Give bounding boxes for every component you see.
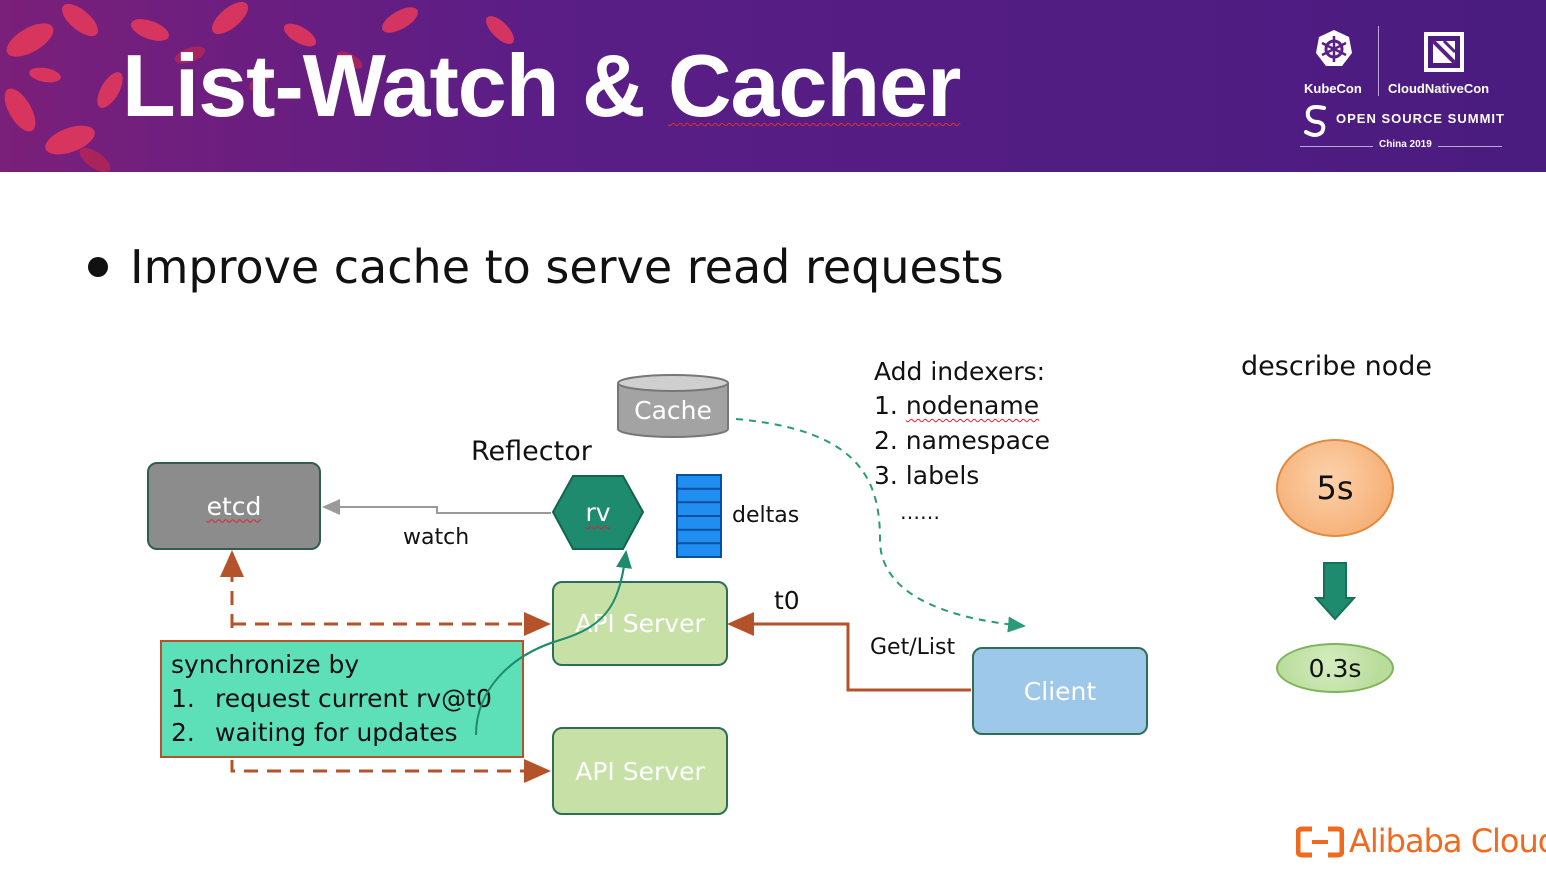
watch-label: watch	[403, 525, 470, 550]
brand-label: Alibaba Cloud	[1349, 822, 1546, 860]
deltas-queue	[676, 474, 722, 558]
client-box: Client	[972, 647, 1148, 735]
get-list-arrow	[727, 612, 971, 692]
cloudnativecon-icon	[1424, 32, 1464, 72]
floral-pattern	[4, 1, 514, 172]
bullet-text: Improve cache to serve read requests	[130, 240, 1004, 294]
speedup-arrow	[1313, 562, 1357, 621]
api-server-2-label: API Server	[575, 756, 705, 786]
indexer-1: 1. nodename	[874, 391, 1039, 420]
api-server-2: API Server	[552, 727, 728, 815]
indexer-2: 2. namespace	[874, 426, 1051, 455]
kubernetes-icon	[1316, 30, 1352, 66]
describe-title: describe node	[1241, 351, 1432, 382]
get-list-label: Get/List	[870, 635, 956, 660]
etcd-label: etcd	[206, 491, 262, 521]
kubecon-label: KubeCon	[1304, 81, 1362, 96]
cloudnativecon-label: CloudNativeCon	[1388, 81, 1490, 96]
client-label: Client	[1023, 676, 1097, 706]
event-label: China 2019	[1373, 139, 1438, 150]
t0-label: t0	[774, 586, 800, 615]
alibaba-cloud-icon	[1296, 826, 1344, 858]
open-source-summit-label: OPEN SOURCE SUMMIT	[1336, 111, 1505, 126]
sync-item-1: request current rv@t0	[215, 684, 492, 713]
api-server-1-label: API Server	[575, 609, 705, 638]
sync-item-2: waiting for updates	[215, 718, 458, 747]
after-value: 0.3s	[1308, 653, 1362, 683]
cache-cylinder	[617, 374, 729, 438]
before-bubble: 5s	[1276, 439, 1394, 537]
logo-divider	[1378, 26, 1379, 96]
open-source-icon	[1304, 105, 1326, 137]
after-bubble: 0.3s	[1276, 643, 1394, 693]
bullet-dot	[88, 256, 108, 277]
etcd-box: etcd	[147, 462, 321, 550]
sync-item-1-num: 1.	[171, 684, 195, 713]
cache-label: Cache	[634, 395, 712, 425]
indexer-3: 3. labels	[874, 461, 980, 490]
sync-title: synchronize by	[171, 650, 360, 679]
sync-to-api2-arrow	[230, 759, 551, 783]
rv-hexagon	[551, 475, 645, 550]
api-server-1: API Server	[552, 581, 728, 666]
event-logos: KubeCon CloudNativeCon OPEN SOURCE SUMMI…	[1296, 26, 1506, 154]
indexer-1-name: nodename	[905, 391, 1040, 420]
page-title: List-Watch & Cacher	[122, 36, 961, 135]
reflector-label: Reflector	[471, 436, 592, 467]
indexer-1-num: 1.	[874, 391, 906, 420]
watch-arrow	[322, 499, 551, 515]
header-banner: List-Watch & Cacher KubeCon CloudNativeC…	[0, 0, 1546, 172]
bullet-point: Improve cache to serve read requests	[88, 240, 1004, 294]
sync-box: synchronize by 1. request current rv@t0 …	[160, 640, 524, 758]
rv-node: rv	[551, 474, 645, 551]
cache-to-client-arrow	[735, 418, 1026, 633]
indexer-more: ……	[900, 500, 940, 524]
before-value: 5s	[1316, 469, 1354, 507]
sync-item-2-num: 2.	[171, 718, 195, 747]
deltas-label: deltas	[732, 503, 800, 528]
rv-label: rv	[585, 498, 611, 527]
indexers-title: Add indexers:	[874, 357, 1046, 386]
